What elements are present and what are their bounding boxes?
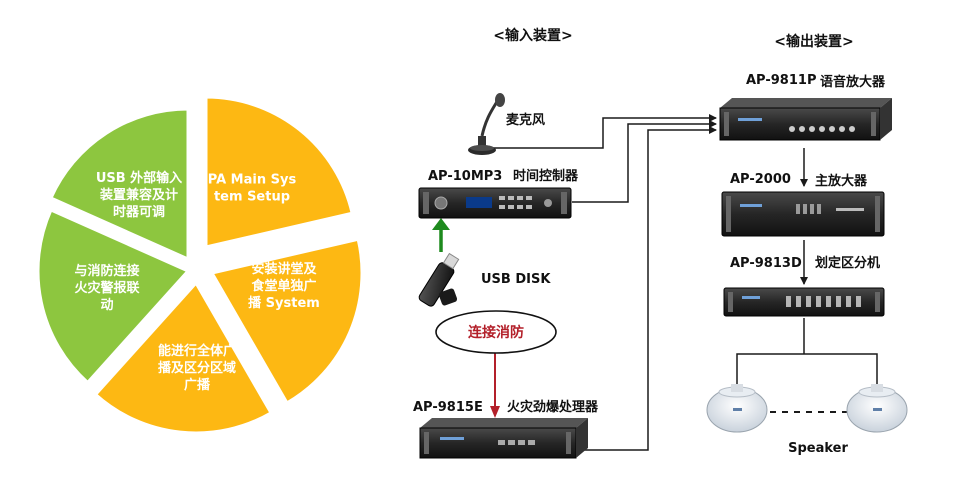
pie-segment-label: 火灾警报联 [74,280,139,296]
pie-slice [48,107,190,262]
pie-segment-label: 能进行全体广 [158,343,236,359]
pie-segment-label: tem Setup [214,190,290,205]
microphone-icon [468,93,505,155]
fire-arrow [490,352,500,418]
pie-segment-label: 与消防连接 [74,263,139,279]
preamp-label: 语音放大器 [820,74,886,90]
pie-segment-label: 广播 [184,377,211,393]
zone-label: 划定区分机 [815,255,880,271]
timer-controller-device [418,187,572,219]
amp-model: AP-2000 [730,172,791,187]
usb-disk-label: USB DISK [481,272,551,287]
fire-link-bubble [435,310,557,354]
pie-segment-label: 播及区分区域 [158,360,236,376]
microphone-label: 麦克风 [506,112,545,128]
pie-slice [93,280,274,435]
signal-lines [493,114,878,451]
pie-segment-label: 时器可调 [113,204,165,220]
usb-stick-icon [418,252,460,307]
fire-processor-label: 火灾劲爆处理器 [507,399,599,415]
pie-slice [36,208,191,385]
pie-segment-label: 播 System [248,295,320,311]
zone-controller-device [723,287,885,317]
input-devices-header: <输入装置> [493,27,572,44]
pie-segment-label: USB 外部输入 [96,170,182,186]
pie-segment: PA Main Sys tem Setup [204,95,354,249]
output-devices-header: <输出装置> [774,33,853,50]
pie-slice [209,237,364,405]
main-amp-device [721,191,885,237]
preamp-model: AP-9811P [746,73,816,88]
usb-arrow [432,218,450,252]
pie-segment-label: 装置兼容及计 [99,187,178,203]
timer-model: AP-10MP3 [428,169,502,184]
pie-segment-label: 安装讲堂及 [251,261,317,277]
zone-model: AP-9813D [730,256,802,271]
fire-link-label: 连接消防 [468,324,524,341]
timer-label: 时间控制器 [513,168,579,184]
ceiling-speaker-icon [706,384,768,433]
amp-label: 主放大器 [815,173,868,189]
fire-processor-device [419,418,588,459]
pie-segment-label: 食堂单独广 [251,278,316,294]
pie-segment-label: PA Main Sys [208,173,297,188]
ceiling-speaker-icon [846,384,908,433]
speaker-label: Speaker [788,441,848,456]
preamp-device [719,98,892,141]
pie-segment-label: 动 [100,298,113,313]
fire-processor-model: AP-9815E [413,400,483,415]
pie-slice [204,95,354,249]
